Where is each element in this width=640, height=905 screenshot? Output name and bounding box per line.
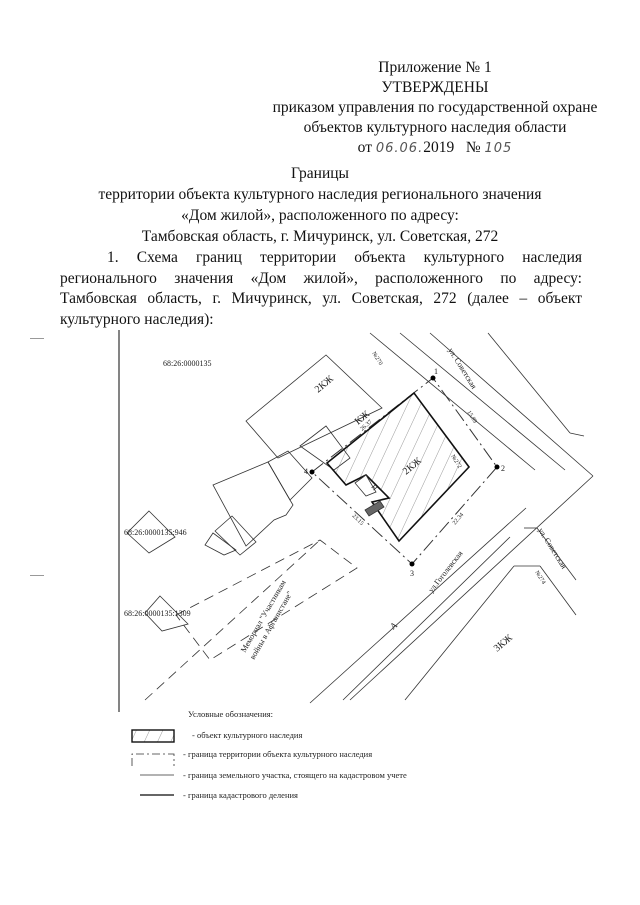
number-prefix: № (465, 139, 481, 156)
annex-n (354, 474, 377, 497)
order-date-line: от 06.06.2019 № 105 (260, 138, 610, 159)
approved-label: УТВЕРЖДЕНЫ (381, 79, 489, 96)
building-label: 3КЖ (492, 633, 515, 655)
building-label: А (388, 619, 400, 631)
legend-symbol-heritage (131, 729, 175, 743)
street-lines (309, 332, 594, 704)
legend: Условные обозначения: - объект культурно… (131, 709, 407, 800)
title-line: «Дом жилой», расположенного по адресу: (181, 207, 459, 224)
scan-mark (30, 575, 44, 576)
approval-header: Приложение № 1 УТВЕРЖДЕНЫ приказом управ… (260, 58, 610, 159)
year: 2019 (423, 139, 455, 156)
legend-title: Условные обозначения: (188, 709, 273, 719)
boundary-points (309, 375, 500, 567)
legend-symbol-territory (131, 753, 175, 766)
memorial-area (175, 539, 358, 661)
point-3 (409, 561, 415, 567)
dimension-label: 22.34 (452, 512, 465, 526)
point-2 (494, 464, 500, 470)
order-line: приказом управления по государственной о… (272, 99, 598, 116)
appendix-number: Приложение № 1 (378, 59, 492, 76)
heritage-object (325, 391, 471, 543)
house-number: №270 (370, 351, 383, 367)
handwritten-number: 105 (484, 141, 513, 156)
title-line: Границы (291, 165, 349, 182)
street-label: ул. Советская (536, 526, 568, 570)
point-4 (309, 469, 315, 475)
point-3-label: 3 (410, 569, 414, 578)
dimension-label: 23.15 (351, 513, 365, 527)
order-line: объектов культурного наследия области (303, 119, 567, 136)
point-2-label: 2 (501, 464, 505, 473)
scheme-paragraph: 1. Схема границ территории объекта культ… (60, 248, 582, 330)
point-1 (430, 375, 436, 381)
cadastral-diamond (126, 510, 176, 554)
cadastral-number: 68:26:0000135 (163, 359, 211, 368)
title-line: территории объекта культурного наследия … (98, 186, 542, 203)
cadastral-number: 68:26:0000135:1309 (124, 609, 191, 618)
cadastral-number: 68:26:0000135:946 (124, 528, 187, 537)
street-label: ул. Советская (446, 346, 478, 390)
scan-mark (30, 338, 44, 339)
paragraph-text: 1. Схема границ территории объекта культ… (60, 249, 582, 328)
building-label: 2КЖ (313, 374, 336, 396)
point-4-label: 4 (304, 467, 308, 476)
legend-item: - граница кадастрового деления (183, 790, 298, 800)
document-title: Границы территории объекта культурного н… (40, 163, 600, 247)
legend-item: - граница земельного участка, стоящего н… (183, 770, 407, 780)
street-label: ул.Гоголевская (426, 549, 464, 594)
legend-item: - граница территории объекта культурного… (183, 749, 372, 759)
neighbor-buildings (204, 354, 383, 556)
building-label: Н (369, 483, 378, 492)
stairs (364, 500, 385, 517)
point-1-label: 1 (434, 367, 438, 376)
handwritten-date: 06.06. (375, 141, 424, 156)
date-prefix: от (357, 139, 372, 156)
title-line: Тамбовская область, г. Мичуринск, ул. Со… (141, 228, 499, 245)
legend-item: - объект культурного наследия (192, 730, 302, 740)
cadastral-diamond (144, 595, 189, 632)
dimension-label: 15.89 (465, 410, 477, 425)
